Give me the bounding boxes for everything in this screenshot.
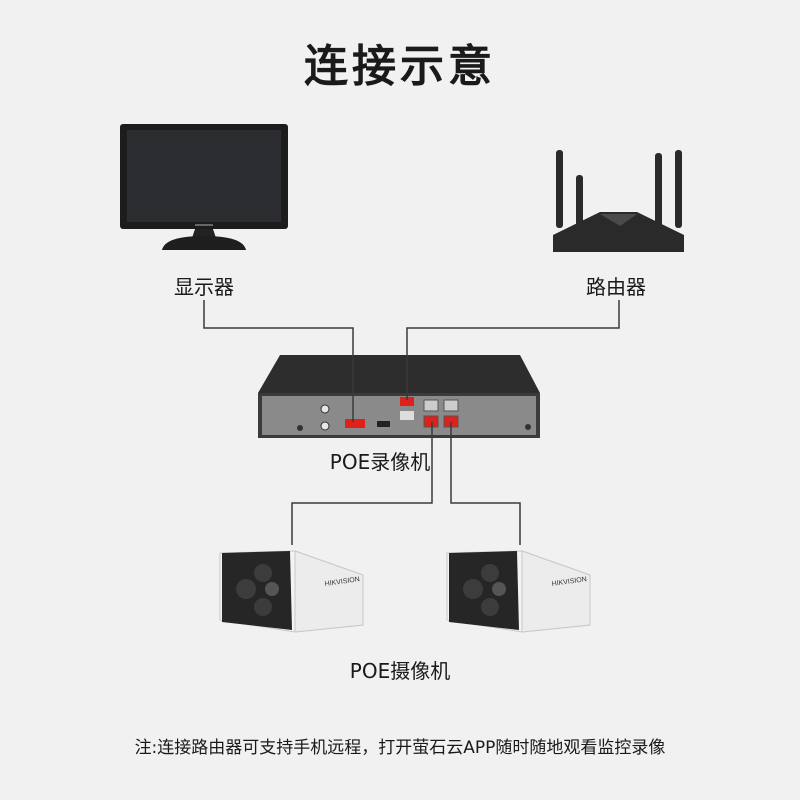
router-to-nvr-line [406, 300, 620, 400]
router-image [553, 150, 684, 252]
camera-image-2: HIKVISION [446, 550, 591, 633]
monitor-label: 显示器 [174, 275, 234, 299]
svg-text:HIKVISION: HIKVISION [551, 576, 587, 588]
nvr-image [258, 355, 540, 438]
svg-text:HIKVISION: HIKVISION [324, 576, 360, 588]
router-label: 路由器 [586, 275, 646, 299]
monitor-to-nvr-line [203, 300, 354, 422]
nvr-to-camera2-line [450, 422, 521, 545]
nvr-label: POE录像机 [329, 450, 431, 474]
camera-label: POE摄像机 [349, 659, 451, 683]
monitor-image [120, 124, 288, 250]
page-title: 连接示意 [304, 41, 496, 92]
camera-image-1: HIKVISION [219, 550, 364, 633]
footer-note: 注:连接路由器可支持手机远程，打开萤石云APP随时随地观看监控录像 [134, 738, 666, 758]
nvr-to-camera1-line [291, 422, 433, 545]
